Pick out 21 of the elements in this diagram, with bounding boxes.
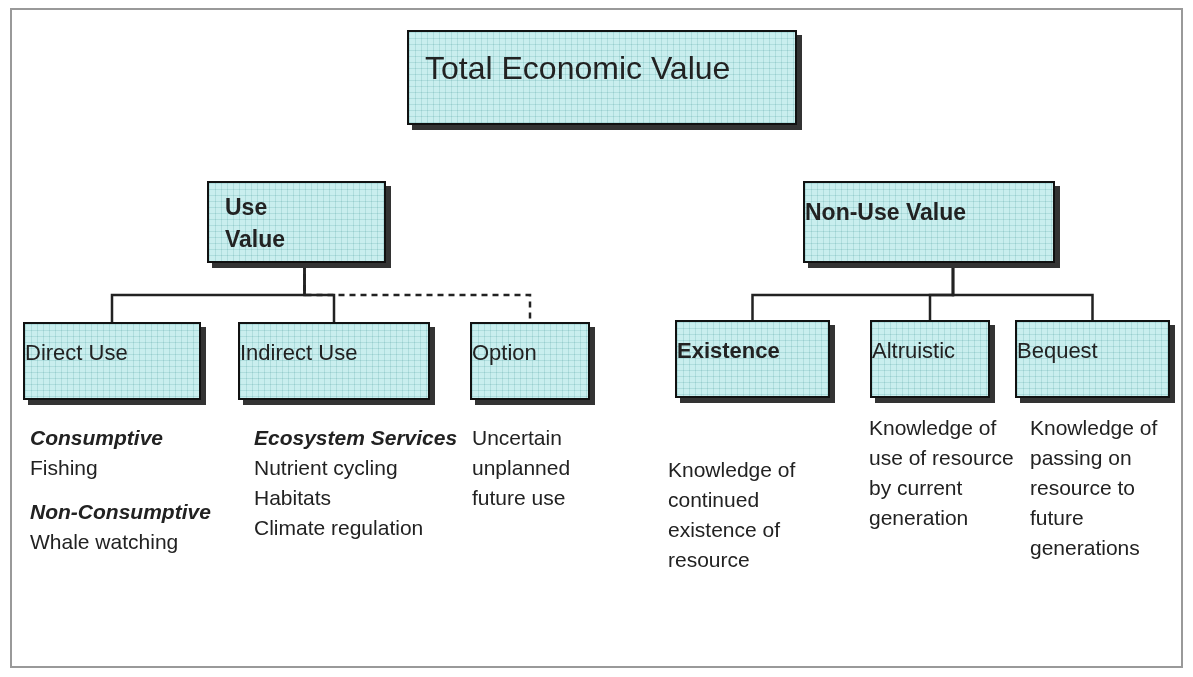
annotation-text: Non-Consumptive: [30, 499, 212, 525]
annotation-text: Nutrient cycling: [254, 455, 399, 481]
box-label: Indirect Use: [240, 339, 358, 367]
box-label: Option: [472, 339, 537, 367]
annotation-text: Fishing: [30, 455, 99, 481]
box-label: Use Value: [224, 193, 287, 254]
box-label: Altruistic: [872, 337, 956, 365]
annotation-text: Whale watching: [30, 529, 180, 555]
annotation-text: Knowledge of continued existence of resource: [668, 457, 797, 573]
annotation-text: Uncertain unplanned future use: [472, 425, 572, 511]
box-label: Direct Use: [25, 339, 128, 367]
annotation-text: Knowledge of use of resource by current generation: [869, 415, 1015, 531]
box-label: Bequest: [1017, 337, 1098, 365]
box-label: Existence: [677, 337, 780, 365]
box-label: Total Economic Value: [424, 49, 731, 88]
annotation-text: Ecosystem Services: [254, 425, 459, 451]
annotation-text: Climate regulation: [254, 515, 425, 541]
annotation-text: Knowledge of passing on resource to future generations: [1030, 415, 1159, 561]
box-label: Non-Use Value: [805, 198, 967, 227]
annotation-text: Consumptive: [30, 425, 164, 451]
annotation-text: Habitats: [254, 485, 333, 511]
